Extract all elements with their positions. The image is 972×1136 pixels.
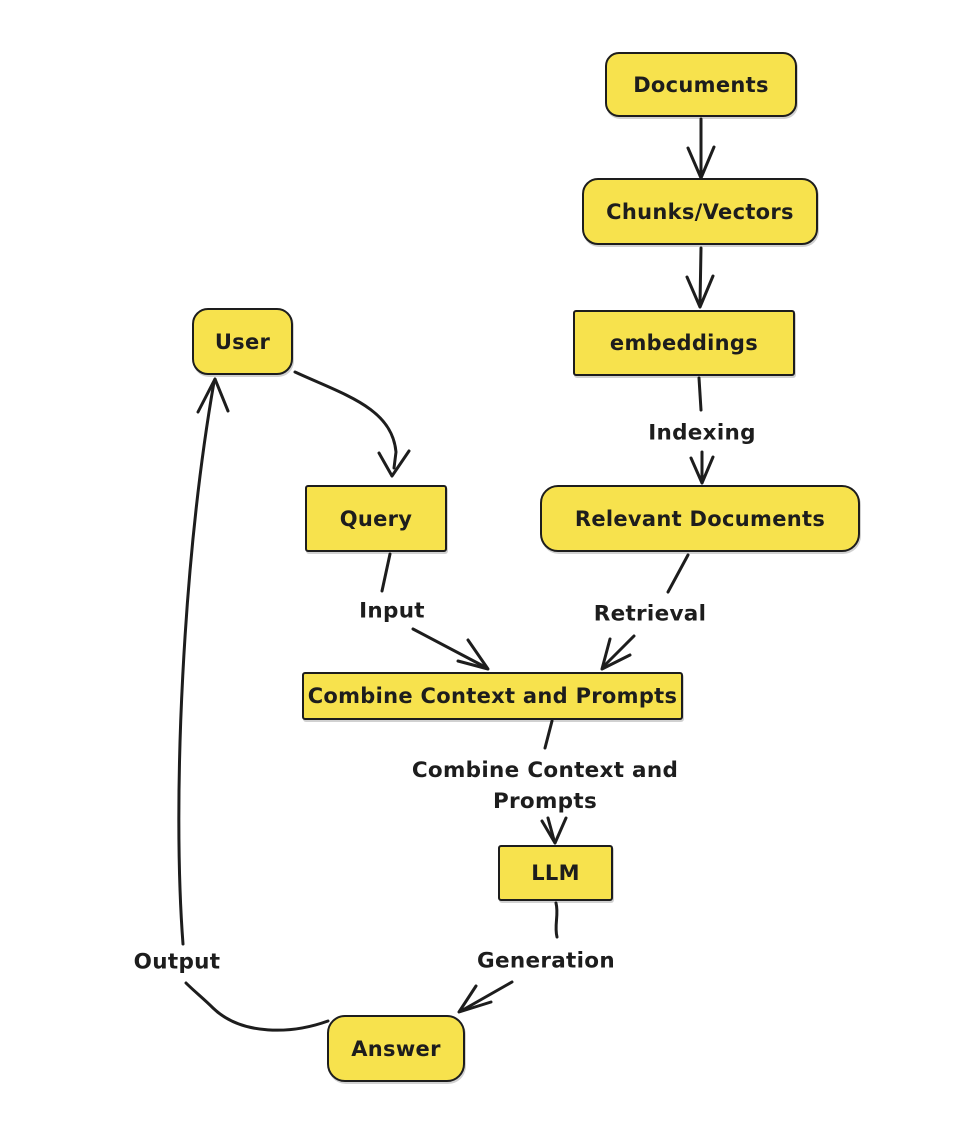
arrowhead-input-to-combine bbox=[456, 638, 490, 671]
arrowhead-user-to-query bbox=[377, 449, 411, 478]
edge-label-combine-context-and-prompts: Combine Context and Prompts bbox=[412, 755, 678, 817]
arrow-label-to-llm bbox=[546, 816, 556, 842]
node-chunks-vectors-label: Chunks/Vectors bbox=[606, 199, 794, 224]
node-embeddings-label: embeddings bbox=[609, 331, 759, 355]
arrow-output-to-user bbox=[177, 380, 216, 946]
arrow-query-stub bbox=[380, 552, 392, 593]
edge-label-input: Input bbox=[359, 598, 425, 624]
node-answer-label: Answer bbox=[351, 1036, 441, 1061]
node-query-label: Query bbox=[339, 506, 413, 531]
arrow-chunks-to-embeddings bbox=[698, 246, 703, 307]
node-embeddings: embeddings bbox=[573, 310, 795, 376]
node-user: User bbox=[192, 308, 293, 375]
arrowhead-documents-to-chunks bbox=[686, 145, 716, 180]
arrowhead-chunks-to-embeddings bbox=[685, 274, 715, 309]
node-chunks-vectors: Chunks/Vectors bbox=[582, 178, 818, 245]
node-relevant-documents: Relevant Documents bbox=[540, 485, 860, 552]
arrowhead-label-to-llm bbox=[540, 816, 568, 845]
arrow-user-to-query bbox=[293, 370, 398, 470]
edge-label-output: Output bbox=[133, 949, 221, 975]
node-combine-context-and-prompts: Combine Context and Prompts bbox=[302, 672, 683, 720]
arrow-answer-to-output bbox=[184, 981, 330, 1032]
node-llm-label: LLM bbox=[531, 861, 580, 885]
arrow-relevant-stub bbox=[666, 553, 690, 594]
node-documents: Documents bbox=[605, 52, 797, 117]
node-combine-label: Combine Context and Prompts bbox=[307, 684, 678, 708]
node-answer: Answer bbox=[327, 1015, 465, 1082]
edge-label-combine-line2: Prompts bbox=[492, 789, 598, 814]
arrowhead-generation-to-answer bbox=[457, 984, 493, 1014]
node-user-label: User bbox=[214, 329, 271, 354]
node-relevant-documents-label: Relevant Documents bbox=[574, 506, 826, 531]
arrowhead-indexing-to-relevant bbox=[689, 455, 715, 485]
edge-label-generation: Generation bbox=[477, 948, 615, 974]
arrowhead-retrieval-to-combine bbox=[600, 637, 632, 671]
edge-label-retrieval: Retrieval bbox=[593, 601, 707, 627]
arrowhead-output-to-user bbox=[196, 377, 230, 414]
arrow-retrieval-to-combine bbox=[601, 634, 636, 669]
arrow-combine-stub bbox=[543, 719, 554, 750]
arrow-generation-to-answer bbox=[459, 980, 514, 1013]
edge-label-indexing: Indexing bbox=[648, 420, 756, 446]
edge-label-combine-line1: Combine Context and bbox=[411, 757, 679, 783]
arrow-embeddings-stub bbox=[697, 376, 703, 412]
node-documents-label: Documents bbox=[633, 72, 769, 97]
arrow-llm-stub bbox=[554, 901, 559, 939]
arrow-input-to-combine bbox=[411, 627, 489, 670]
node-llm: LLM bbox=[498, 845, 613, 901]
node-query: Query bbox=[305, 485, 447, 552]
